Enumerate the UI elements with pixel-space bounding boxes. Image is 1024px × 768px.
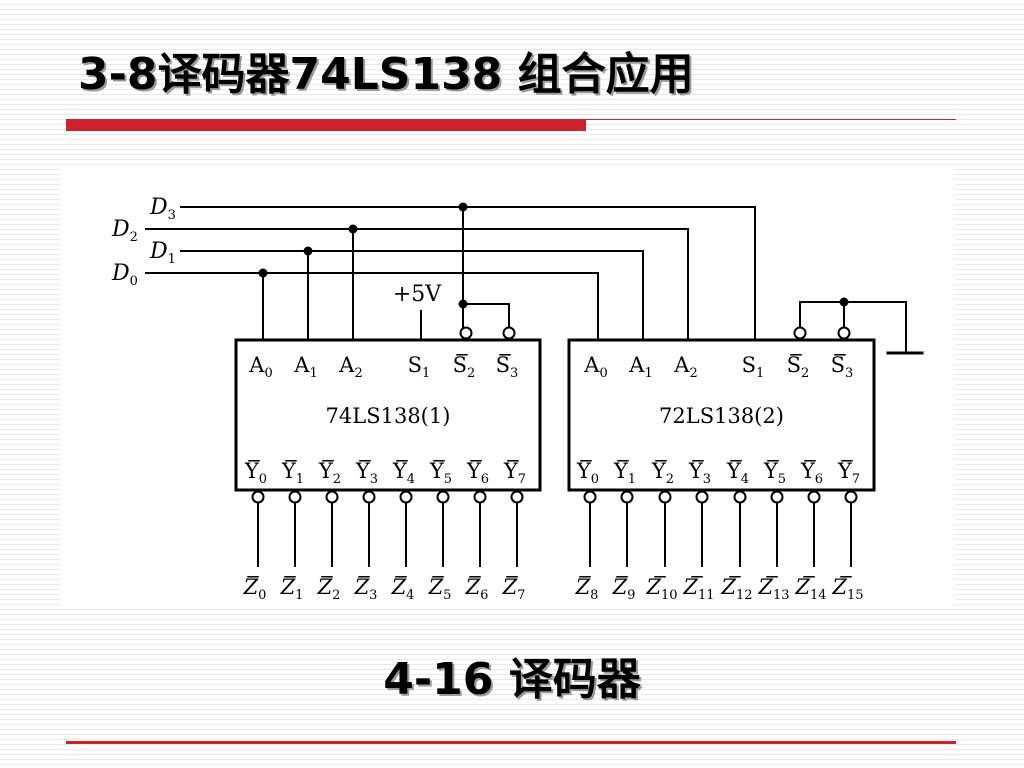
output-label-z2: Z2	[317, 575, 341, 603]
output-label-z13: Z13	[757, 575, 789, 603]
output-label-z7: Z7	[502, 575, 526, 603]
chip-1-pin-y3-bubble	[362, 490, 376, 504]
chip-2-pin-s2-bubble	[793, 326, 807, 340]
chip-1-pin-s3-bar: S3	[496, 353, 519, 381]
chip-1-pin-y1-bubble	[288, 490, 302, 504]
chip-2-pin-s1: S1	[742, 353, 765, 381]
output-label-z9: Z9	[612, 575, 636, 603]
chip-1-pin-a2: A2	[338, 353, 362, 381]
wire-chip2-gnd	[800, 301, 907, 353]
chip-1-pin-y4: Y4	[392, 459, 415, 487]
chip-2-pin-y5: Y5	[763, 459, 786, 487]
chip-2-pin-y3-bubble	[695, 490, 709, 504]
output-label-z4: Z4	[391, 575, 415, 603]
chip-2-pin-y6-bubble	[807, 490, 821, 504]
junction-d3	[458, 202, 468, 212]
chip-1-pin-a1: A1	[293, 353, 317, 381]
output-label-z5: Z5	[428, 575, 452, 603]
output-label-z8: Z8	[575, 575, 599, 603]
title-accent-bar	[66, 119, 586, 131]
chip-1-pin-s3-bubble	[502, 326, 516, 340]
output-label-z1: Z1	[280, 575, 304, 603]
bottom-divider	[66, 741, 956, 744]
chip-2-pin-y2-bubble	[658, 490, 672, 504]
input-label-d2: D2	[111, 217, 138, 245]
chip-1-pin-a0: A0	[248, 353, 272, 381]
junction-d0	[258, 268, 268, 278]
chip-1-pin-y6: Y6	[466, 459, 489, 487]
chip-1-body	[234, 338, 542, 492]
chip-2-pin-y1-bubble	[620, 490, 634, 504]
title-divider	[586, 119, 956, 120]
chip-1-pin-y7-bubble	[510, 490, 524, 504]
chip-1-pin-s2-bar: S2	[453, 353, 476, 381]
chip-1-pin-s1: S1	[408, 353, 431, 381]
wire-d3-to-chip1-s3	[463, 303, 510, 328]
chip-2-pin-y7-bubble	[844, 490, 858, 504]
wiring	[145, 202, 924, 567]
output-label-z14: Z14	[794, 575, 826, 603]
chip-1-pin-y3: Y3	[355, 459, 378, 487]
input-label-d1: D1	[149, 239, 176, 267]
chip-2-pin-y0-bubble	[583, 490, 597, 504]
junction-d1	[303, 246, 313, 256]
slide-title: 3-8译码器74LS138 组合应用	[78, 49, 694, 100]
chip-2-pin-y7: Y7	[837, 459, 860, 487]
chip-2-pin-y4-bubble	[733, 490, 747, 504]
chip-2-pin-y6: Y6	[800, 459, 823, 487]
chip-2-body	[567, 338, 876, 492]
chip-1-pin-y0: Y0	[244, 459, 267, 487]
chip-1-pin-y0-bubble	[251, 490, 265, 504]
chip-2-pin-y4: Y4	[726, 459, 749, 487]
chip-1-pin-y5-bubble	[436, 490, 450, 504]
chip-2-pin-s2-bar: S2	[787, 353, 810, 381]
wire-d1-bus	[180, 250, 644, 340]
chip-1-name: 74LS138(1)	[326, 404, 451, 428]
junction-d2	[348, 224, 358, 234]
output-label-z15: Z15	[831, 575, 863, 603]
chip-1-pin-y1: Y1	[281, 459, 304, 487]
chip-1-pin-y5: Y5	[429, 459, 452, 487]
chip-1-pin-s2-bubble	[459, 326, 473, 340]
output-label-z10: Z10	[645, 575, 677, 603]
chip-2-pin-y5-bubble	[770, 490, 784, 504]
chip-1-pin-y2-bubble	[325, 490, 339, 504]
chip-1-pin-y2: Y2	[318, 459, 341, 487]
chip-1-pin-y7: Y7	[503, 459, 526, 487]
output-label-z11: Z11	[682, 575, 714, 603]
chip-2-pin-s3-bubble	[837, 326, 851, 340]
chip-2-pin-a0: A0	[583, 353, 607, 381]
chip-2-pin-a1: A1	[628, 353, 652, 381]
wire-d3-bus	[180, 206, 756, 340]
chip-2-name: 72LS138(2)	[659, 404, 784, 428]
input-label-d0: D0	[111, 261, 138, 289]
output-label-z3: Z3	[354, 575, 378, 603]
supply-label: +5V	[393, 282, 442, 307]
chips	[234, 338, 876, 492]
chip-2-pin-s3-bar: S3	[831, 353, 854, 381]
wire-d0-bus	[145, 272, 599, 340]
chip-2-pin-y3: Y3	[688, 459, 711, 487]
chip-2-pin-y1: Y1	[613, 459, 636, 487]
diagram-caption: 4-16 译码器	[383, 654, 641, 705]
chip-1-pin-y6-bubble	[473, 490, 487, 504]
output-label-z12: Z12	[720, 575, 752, 603]
chip-2-pin-y2: Y2	[651, 459, 674, 487]
junction-gnd	[839, 297, 849, 307]
output-label-z0: Z0	[243, 575, 267, 603]
output-label-z6: Z6	[465, 575, 489, 603]
junction-d3-s3	[458, 299, 468, 309]
chip-2-pin-a2: A2	[673, 353, 697, 381]
input-label-d3: D3	[149, 195, 176, 223]
chip-2-pin-y0: Y0	[576, 459, 599, 487]
wire-d2-bus	[145, 228, 689, 340]
chip-1-pin-y4-bubble	[399, 490, 413, 504]
